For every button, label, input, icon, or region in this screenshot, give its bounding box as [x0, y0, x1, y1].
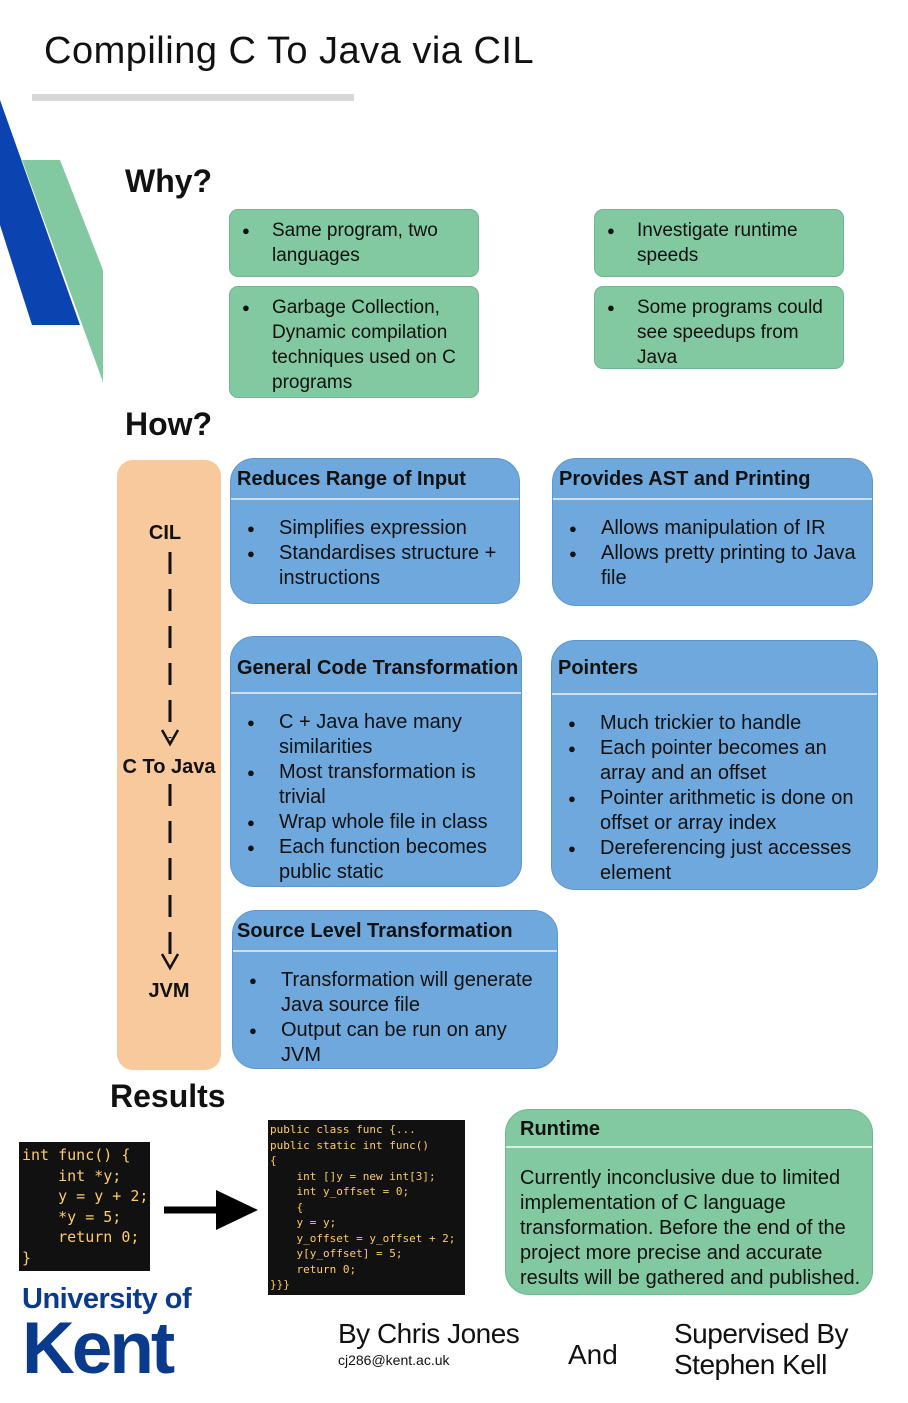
box-item: Dereferencing just accesses element [568, 836, 871, 886]
author-name: By Chris Jones [338, 1318, 520, 1349]
box-item: Allows manipulation of IR [569, 516, 866, 541]
code-line: *y = 5; [22, 1207, 122, 1226]
decorative-stripes [0, 100, 103, 382]
box-item: C + Java have many similarities [247, 710, 515, 760]
title-underline [32, 94, 354, 101]
supervisor: Supervised By Stephen Kell [674, 1318, 849, 1380]
how-box-pointers: Pointers Much trickier to handle Each po… [551, 640, 878, 890]
box-item: Each function becomes public static [247, 835, 515, 885]
code-line: } [22, 1248, 32, 1267]
box-item: Transformation will generate Java source… [249, 968, 551, 1018]
logo-university-of: University of [22, 1283, 192, 1315]
c-code-snippet: int func() { int *y; y = y + 2; *y = 5; … [19, 1142, 150, 1271]
pipeline-stage-cil: CIL [148, 522, 182, 544]
code-line: int *y; [22, 1166, 122, 1185]
box-title: Provides AST and Printing [553, 459, 872, 500]
code-line: return 0; [22, 1228, 140, 1246]
code-line: int []y = new int[3]; [270, 1169, 436, 1183]
why-item: Some programs could see speedups from Ja… [607, 295, 833, 370]
author-email: cj286@kent.ac.uk [338, 1352, 450, 1368]
how-heading: How? [125, 406, 213, 442]
runtime-text: Currently inconclusive due to limited im… [520, 1167, 861, 1289]
box-title: Pointers [552, 641, 877, 695]
university-logo: University of Kent [22, 1283, 197, 1389]
runtime-title: Runtime [506, 1110, 872, 1148]
code-line: public class func {... [270, 1123, 416, 1136]
page-title: Compiling C To Java via CIL [44, 30, 535, 72]
box-item: Pointer arithmetic is done on offset or … [568, 786, 871, 836]
code-line: int y_offset = 0; [270, 1185, 410, 1198]
box-item: Standardises structure + instructions [247, 541, 513, 591]
why-box-garbage-collection: Garbage Collection, Dynamic compilation … [229, 286, 479, 398]
why-box-runtime-speeds: Investigate runtime speeds [594, 209, 844, 277]
box-item: Each pointer becomes an array and an off… [568, 736, 871, 786]
box-title: General Code Transformation [231, 637, 521, 694]
box-item: Most transformation is trivial [247, 760, 515, 810]
and-text: And [568, 1339, 618, 1370]
right-arrow-icon [164, 1190, 258, 1230]
code-line: { [270, 1200, 304, 1214]
box-title: Source Level Transformation [233, 911, 557, 952]
code-line: public static int func() [270, 1138, 429, 1152]
why-item: Investigate runtime speeds [607, 218, 833, 268]
pipeline-stage-jvm: JVM [148, 980, 190, 1002]
code-line: return 0; [270, 1262, 357, 1276]
pipeline-arrows [160, 552, 180, 971]
how-box-reduces-range: Reduces Range of Input Simplifies expres… [230, 458, 520, 604]
code-line: { [270, 1154, 277, 1167]
why-heading: Why? [125, 163, 213, 199]
how-box-ast-printing: Provides AST and Printing Allows manipul… [552, 458, 873, 606]
box-item: Simplifies expression [247, 516, 513, 541]
code-line: }}} [270, 1278, 290, 1291]
box-item: Allows pretty printing to Java file [569, 541, 866, 591]
how-box-source-level: Source Level Transformation Transformati… [232, 910, 558, 1069]
why-item: Same program, two languages [242, 218, 468, 268]
why-item: Garbage Collection, Dynamic compilation … [242, 295, 468, 395]
supervised-by-label: Supervised By [674, 1318, 849, 1349]
box-item: Much trickier to handle [568, 711, 871, 736]
code-line: y = y + 2; [22, 1187, 149, 1205]
code-line: y_offset = y_offset + 2; [270, 1231, 456, 1245]
pipeline-stage-c-to-java: C To Java [122, 756, 216, 778]
code-line: y[y_offset] = 5; [270, 1247, 403, 1260]
logo-kent: Kent [22, 1308, 175, 1389]
results-heading: Results [110, 1078, 226, 1114]
box-item: Output can be run on any JVM [249, 1018, 551, 1068]
runtime-box: Runtime Currently inconclusive due to li… [505, 1109, 873, 1295]
java-code-snippet: public class func {... public static int … [268, 1120, 465, 1295]
how-box-general-transformation: General Code Transformation C + Java hav… [230, 636, 522, 887]
box-title: Reduces Range of Input [231, 459, 519, 500]
why-box-same-program: Same program, two languages [229, 209, 479, 277]
code-line: int func() { [22, 1146, 131, 1164]
why-box-speedups: Some programs could see speedups from Ja… [594, 286, 844, 369]
box-item: Wrap whole file in class [247, 810, 515, 835]
supervisor-name: Stephen Kell [674, 1349, 827, 1380]
code-line: y = y; [270, 1216, 337, 1229]
